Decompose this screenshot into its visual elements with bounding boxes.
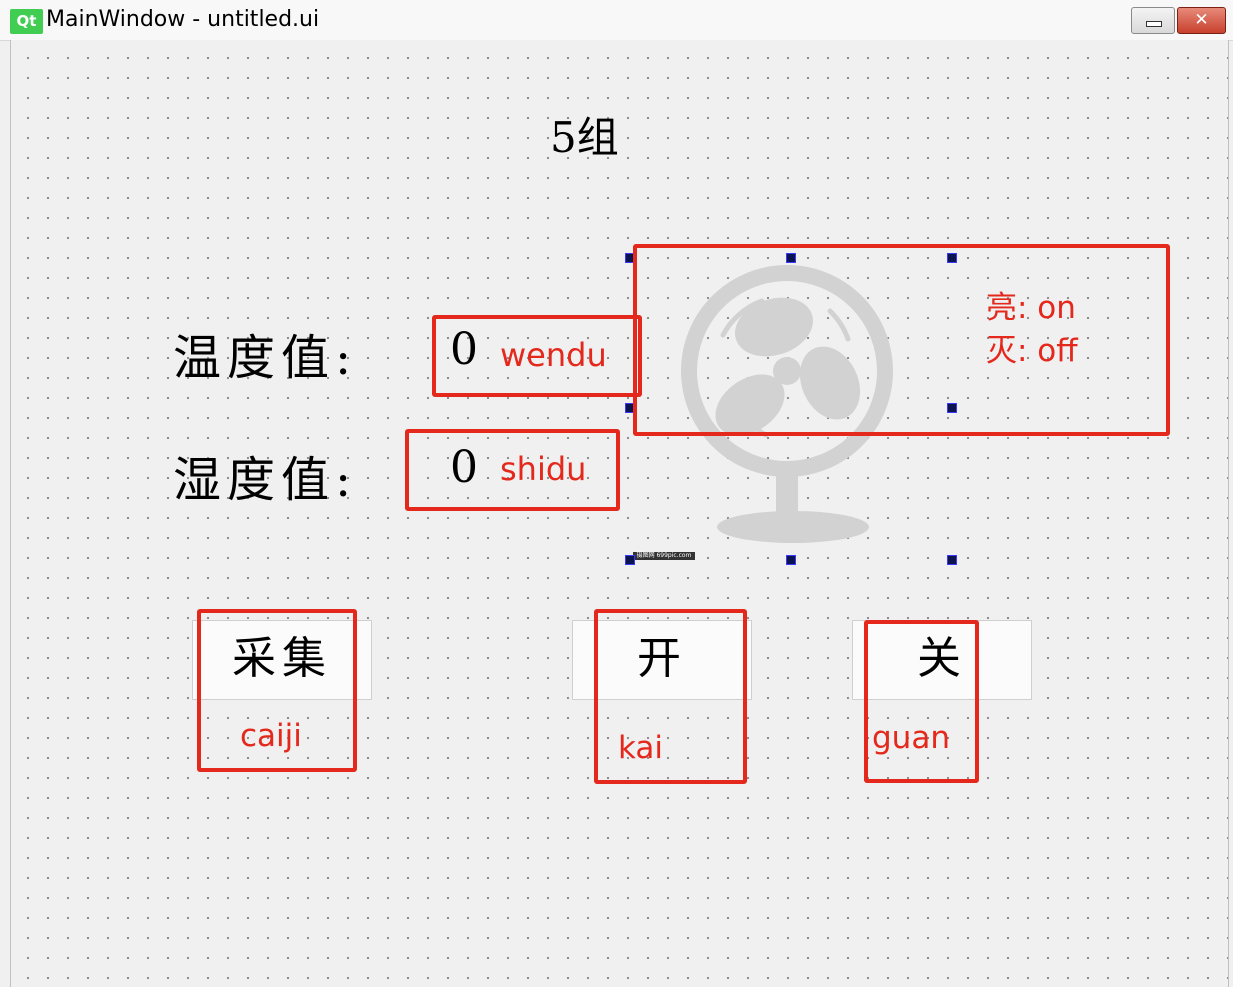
temperature-annotation: wendu: [500, 336, 607, 374]
designer-form-canvas[interactable]: [10, 40, 1229, 987]
selection-handle[interactable]: [947, 403, 957, 413]
minimize-button[interactable]: [1131, 7, 1175, 34]
close-icon: ✕: [1194, 10, 1209, 30]
fan-annotation-box: [633, 244, 1170, 436]
temperature-value: 0: [450, 324, 478, 375]
humidity-annotation-box: [405, 429, 620, 511]
temperature-label: 温度值:: [173, 330, 358, 386]
selection-handle[interactable]: [786, 555, 796, 565]
temperature-annotation-box: [432, 315, 642, 397]
selection-handle[interactable]: [786, 253, 796, 263]
selection-handle[interactable]: [947, 253, 957, 263]
fan-icon: [681, 265, 893, 543]
collect-button[interactable]: 采集: [192, 620, 372, 700]
collect-annotation: caiji: [240, 718, 302, 754]
watermark-label: 摄图网 699pic.com: [633, 552, 695, 560]
open-annotation: kai: [618, 730, 664, 766]
close-annotation-box: [864, 620, 979, 783]
open-button[interactable]: 开: [572, 620, 752, 700]
group-title-label: 5组: [550, 113, 619, 162]
humidity-annotation: shidu: [500, 450, 587, 488]
close-window-button[interactable]: ✕: [1177, 7, 1226, 34]
open-annotation-box: [594, 609, 747, 784]
fan-annotation-off: 灭: off: [986, 333, 1078, 369]
selection-handle[interactable]: [625, 555, 635, 565]
humidity-label: 湿度值:: [173, 452, 358, 508]
window-title: MainWindow - untitled.ui: [46, 7, 320, 32]
window-titlebar: Qt MainWindow - untitled.ui ✕: [0, 0, 1233, 41]
selection-handle[interactable]: [947, 555, 957, 565]
close-annotation: guan: [872, 720, 950, 756]
humidity-value: 0: [450, 442, 478, 493]
close-button[interactable]: 关: [852, 620, 1032, 700]
qt-logo-icon: Qt: [10, 9, 43, 34]
fan-annotation-on: 亮: on: [986, 290, 1076, 326]
collect-annotation-box: [197, 609, 357, 772]
